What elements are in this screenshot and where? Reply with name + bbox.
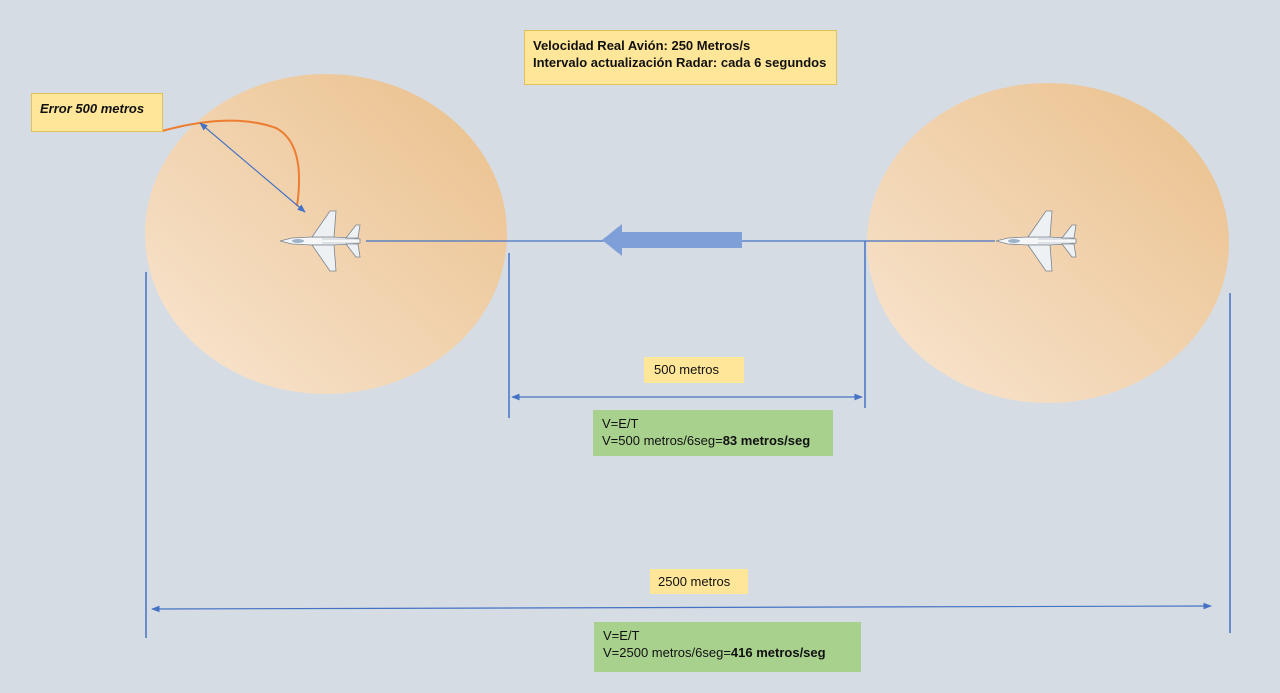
long-distance-arrow xyxy=(151,602,1212,613)
info-interval-text: Intervalo actualización Radar: cada 6 se… xyxy=(533,55,827,70)
long-distance-label: 2500 metros xyxy=(650,569,748,594)
short-formula-line1: V=E/T xyxy=(602,416,639,431)
error-label-text: Error 500 metros xyxy=(40,101,145,116)
info-speed-text: Velocidad Real Avión: 250 Metros/s xyxy=(533,38,751,53)
long-formula-line2: V=2500 metros/6seg=416 metros/seg xyxy=(603,644,852,661)
short-distance-text: 500 metros xyxy=(654,362,720,377)
short-distance-formula: V=E/T V=500 metros/6seg=83 metros/seg xyxy=(593,410,833,456)
long-formula-line1: V=E/T xyxy=(603,628,640,643)
short-distance-label: 500 metros xyxy=(644,357,744,383)
error-label: Error 500 metros xyxy=(31,93,163,132)
info-box: Velocidad Real Avión: 250 Metros/s Inter… xyxy=(524,30,837,85)
long-distance-formula: V=E/T V=2500 metros/6seg=416 metros/seg xyxy=(594,622,861,672)
left-arrow-icon xyxy=(602,224,742,256)
error-radius-arrow xyxy=(199,122,306,213)
long-formula-prefix: V=2500 metros/6seg= xyxy=(603,645,731,660)
short-formula-line2: V=500 metros/6seg=83 metros/seg xyxy=(602,432,824,449)
short-formula-prefix: V=500 metros/6seg= xyxy=(602,433,723,448)
long-formula-result: 416 metros/seg xyxy=(730,645,826,660)
long-distance-text: 2500 metros xyxy=(658,574,731,589)
short-formula-result: 83 metros/seg xyxy=(722,433,811,448)
